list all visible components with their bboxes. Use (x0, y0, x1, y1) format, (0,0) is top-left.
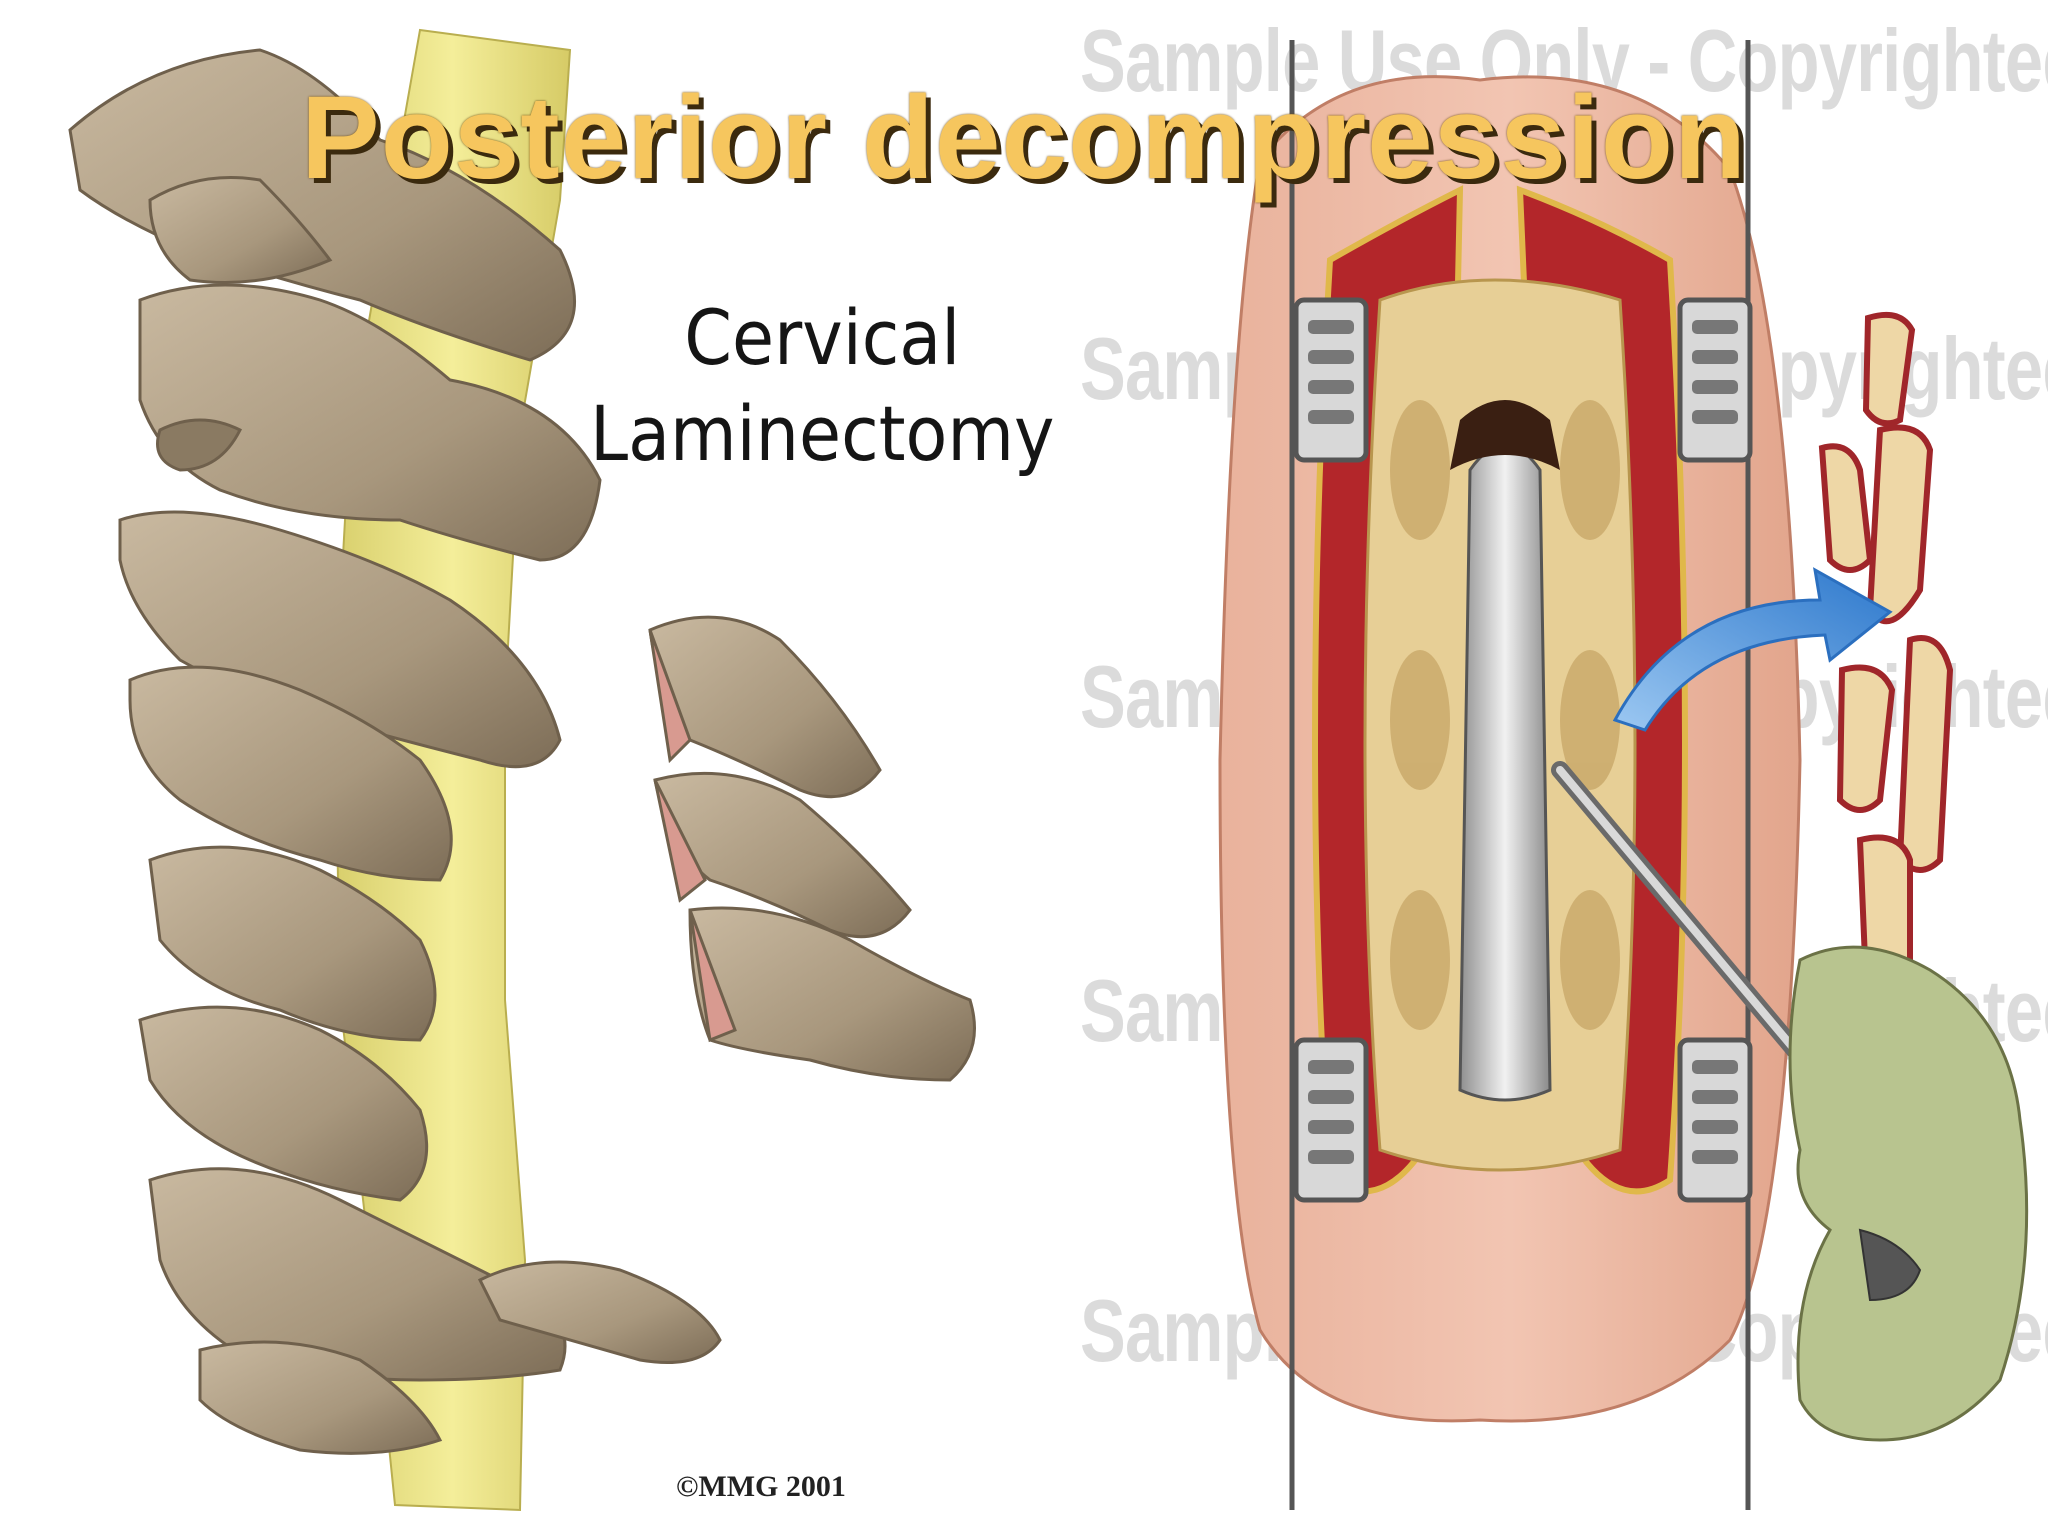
canal-shadow (1450, 400, 1560, 470)
copyright-notice: ©MMG 2001 (676, 1470, 846, 1503)
facet-shadows (1390, 400, 1620, 1030)
removed-laminae (648, 615, 976, 1082)
surgical-instrument (1551, 761, 1829, 1089)
exposed-spinal-cord (1458, 443, 1552, 1102)
illustration-caption: Cervical Laminectomy (590, 290, 1054, 482)
slide-title: Posterior decompression (301, 72, 1747, 204)
caption-line-2: Laminectomy (590, 389, 1055, 478)
cervical-spine-illustration (68, 28, 976, 1512)
bone-fragments (1818, 312, 1954, 973)
gloved-hand (1788, 945, 2029, 1442)
vertebrae (68, 48, 722, 1455)
retractor-teeth (1308, 320, 1738, 1164)
caption-line-1: Cervical (684, 293, 961, 382)
surgical-field-illustration (1218, 40, 2029, 1510)
curved-arrow-icon (1612, 567, 1893, 732)
